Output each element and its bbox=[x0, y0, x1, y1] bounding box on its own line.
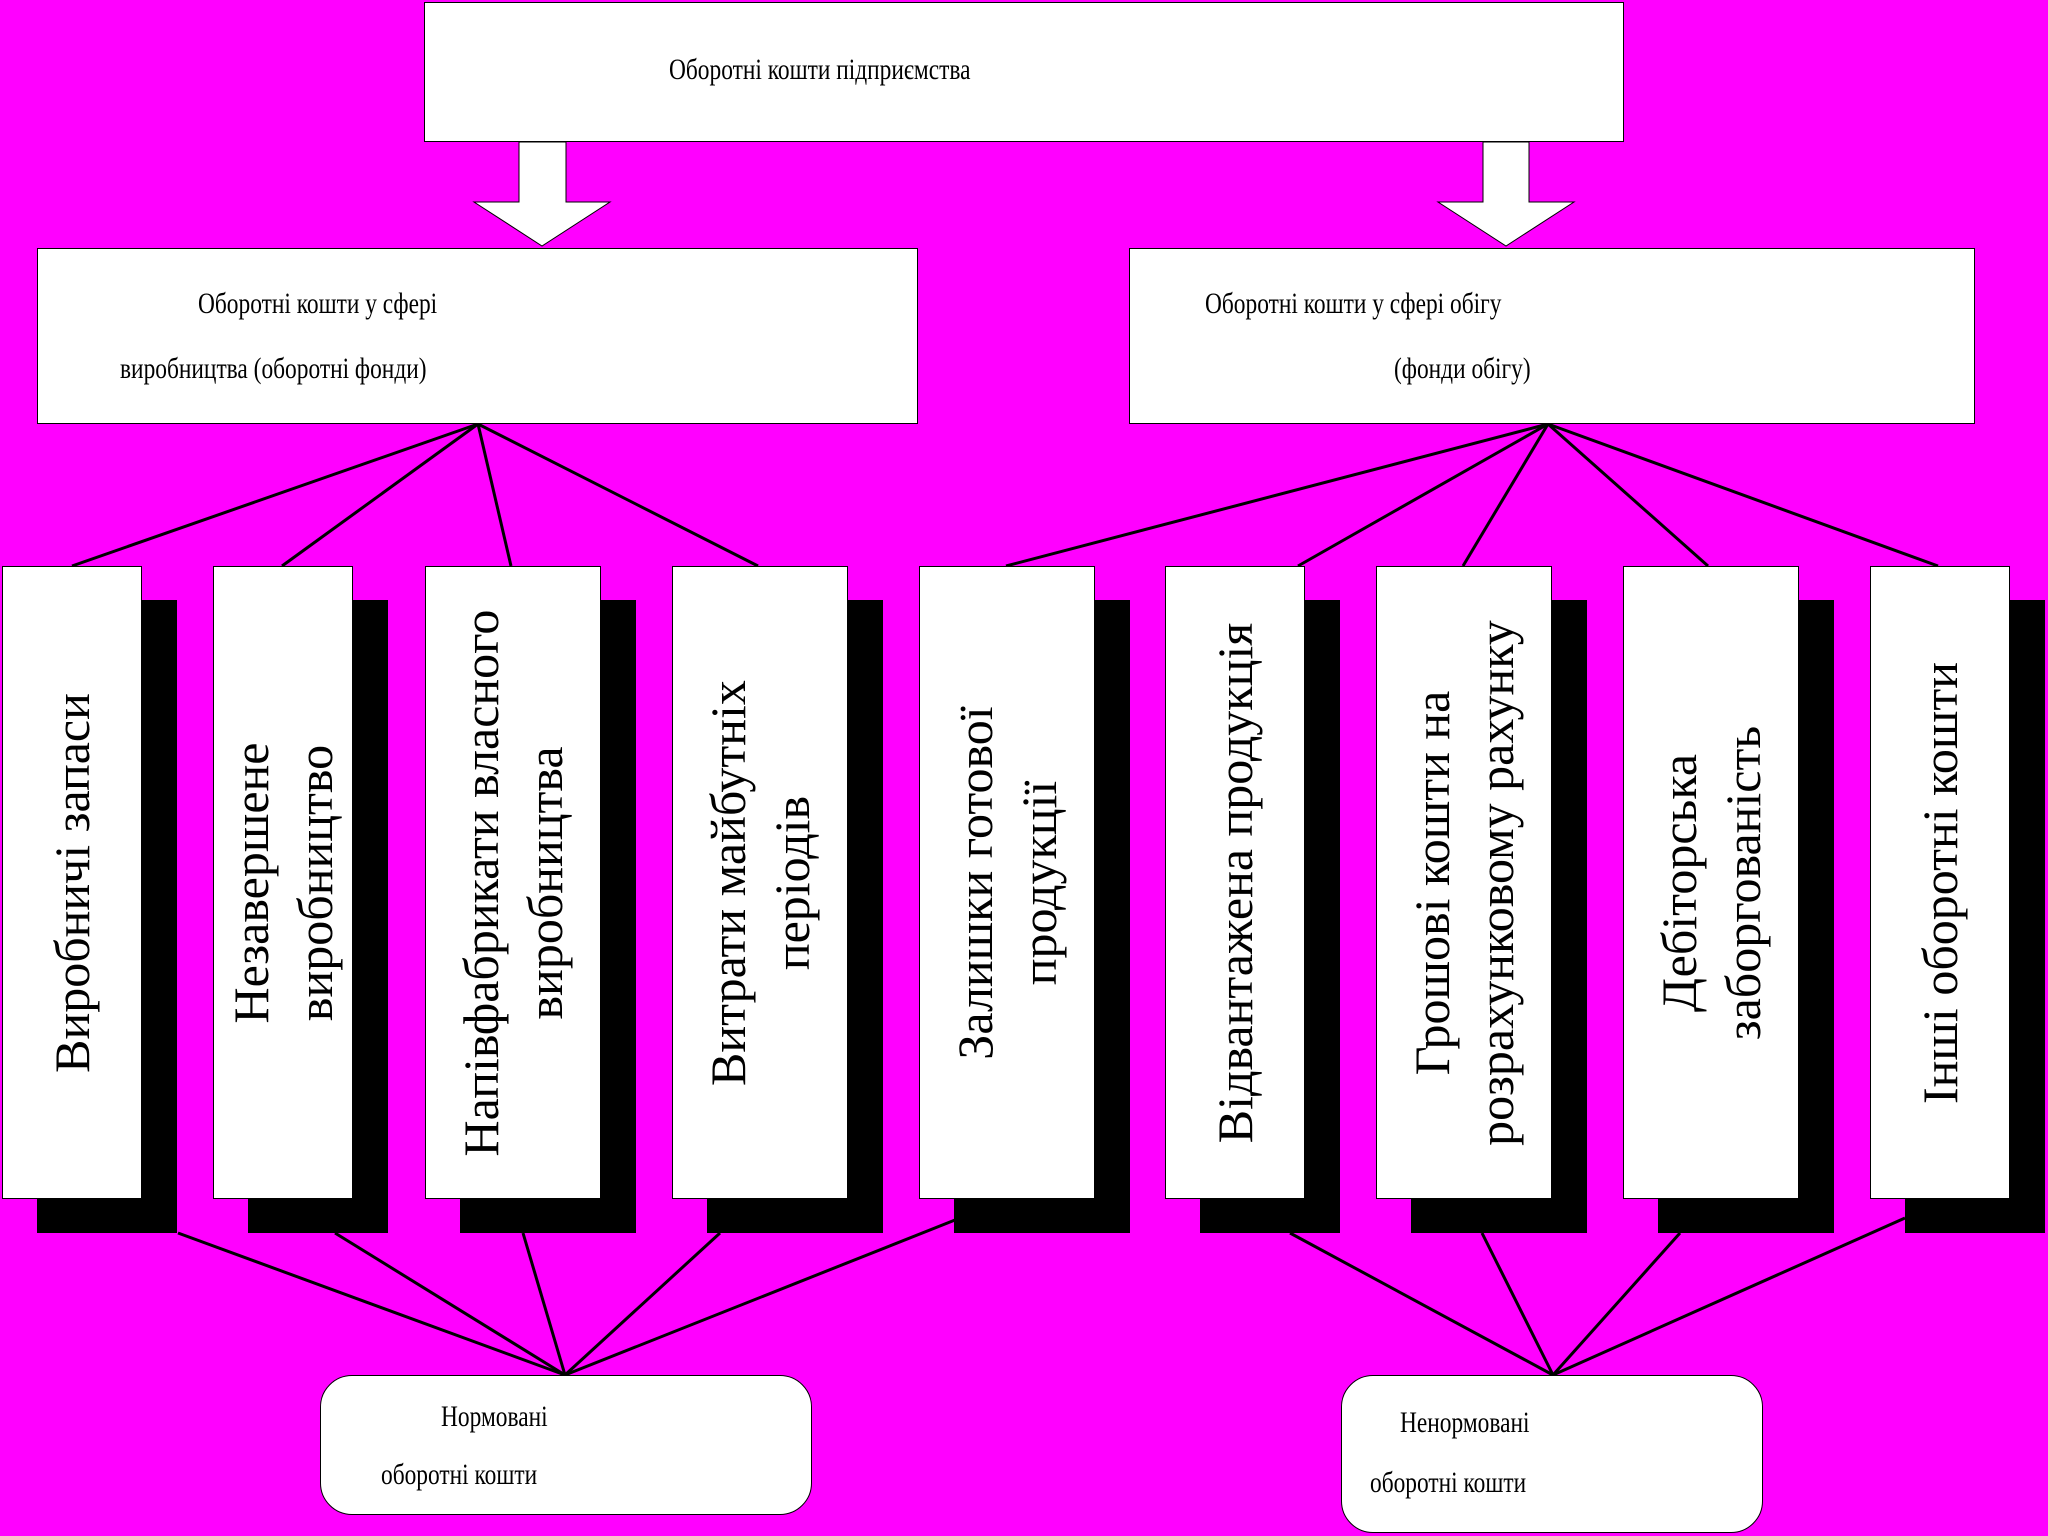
normed-connectors bbox=[177, 1218, 956, 1377]
arrow-down-right bbox=[1436, 141, 1576, 247]
circulation-sphere-box: Оборотні кошти у сфері обігу (фонди обіг… bbox=[1129, 248, 1975, 424]
category-label-line2: виробництво bbox=[287, 744, 343, 1021]
non-normed-line2: оборотні кошти bbox=[1370, 1466, 1527, 1499]
circulation-sphere-line1: Оборотні кошти у сфері обігу bbox=[1205, 287, 1502, 320]
category-production-stocks: Виробничі запаси bbox=[2, 566, 142, 1199]
title-text: Оборотні кошти підприємства bbox=[669, 53, 971, 86]
normed-line2: оборотні кошти bbox=[381, 1458, 538, 1491]
production-sphere-box: Оборотні кошти у сфері виробництва (обор… bbox=[37, 248, 918, 424]
circulation-sphere-line2: (фонди обігу) bbox=[1394, 352, 1531, 385]
normed-box: Нормовані оборотні кошти bbox=[320, 1375, 812, 1515]
category-label-line2: виробництва bbox=[517, 745, 573, 1020]
category-label-line1: Напівфабрикати власного bbox=[453, 609, 509, 1156]
category-label-line1: Виробничі запаси bbox=[44, 692, 100, 1073]
non-normed-line1: Ненормовані bbox=[1400, 1406, 1530, 1439]
category-label-line2: продукції bbox=[1011, 780, 1067, 985]
category-label-line1: Інші оборотні кошти bbox=[1912, 661, 1968, 1104]
circulation-connectors bbox=[1005, 422, 1939, 568]
production-connectors bbox=[71, 422, 759, 568]
arrow-down-left bbox=[472, 141, 612, 247]
category-label-line1: Залишки готової bbox=[947, 705, 1003, 1060]
production-sphere-line1: Оборотні кошти у сфері bbox=[198, 287, 438, 320]
normed-line1: Нормовані bbox=[441, 1400, 548, 1433]
category-label-line1: Витрати майбутніх bbox=[700, 679, 756, 1086]
category-label-line2: періодів bbox=[764, 795, 820, 970]
category-label-line1: Грошові кошти на bbox=[1404, 690, 1460, 1075]
production-sphere-line2: виробництва (оборотні фонди) bbox=[120, 352, 427, 385]
category-label-line1: Відвантажена продукція bbox=[1207, 622, 1263, 1143]
non-normed-box: Ненормовані оборотні кошти bbox=[1341, 1375, 1763, 1533]
category-label-line1: Незавершене bbox=[223, 742, 279, 1024]
non-normed-connectors bbox=[1289, 1216, 1906, 1377]
title-box: Оборотні кошти підприємства bbox=[424, 2, 1624, 142]
category-label-line2: розрахунковому рахунку bbox=[1468, 619, 1524, 1146]
category-label-line1: Дебіторська bbox=[1651, 753, 1707, 1012]
category-label-line2: заборгованість bbox=[1715, 725, 1771, 1040]
category-shipped-goods: Відвантажена продукція bbox=[1165, 566, 1305, 1199]
category-other-current-assets: Інші оборотні кошти bbox=[1870, 566, 2010, 1199]
